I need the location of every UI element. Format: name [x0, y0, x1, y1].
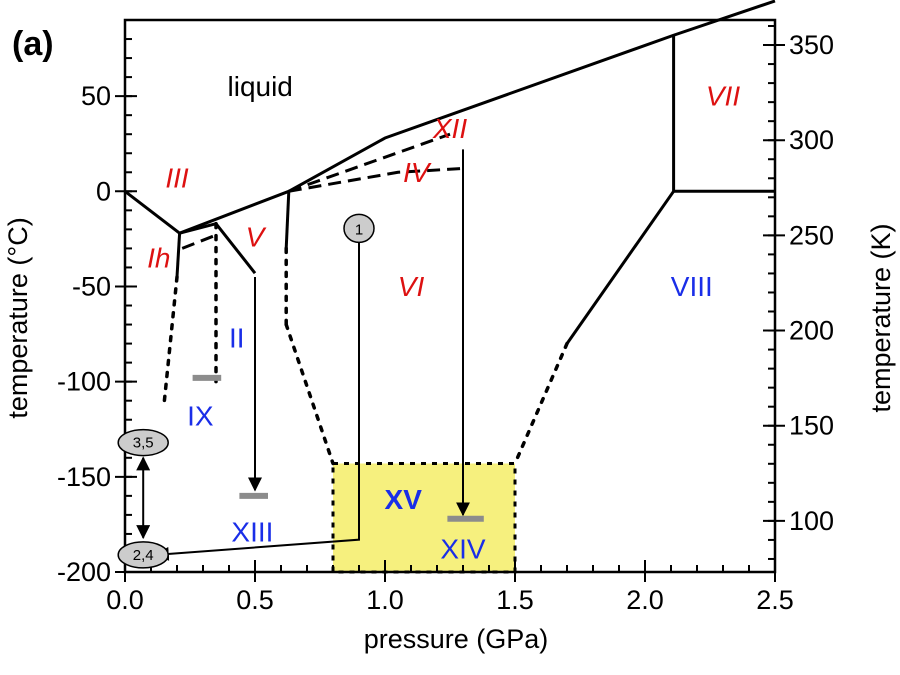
solid-boundary [565, 190, 675, 345]
background-layer [331, 462, 517, 574]
y-tick-label: -100 [57, 367, 111, 397]
oval-label: 3,5 [133, 435, 154, 452]
dotted-boundary [513, 341, 569, 466]
x-tick-label: 1.0 [366, 585, 404, 615]
dashed-boundary [288, 166, 464, 193]
phase-label: IV [403, 157, 432, 188]
x-tick-label: 1.5 [496, 585, 534, 615]
cooling-path [154, 229, 360, 561]
plot-frame [123, 18, 777, 574]
solid-boundary [124, 190, 181, 235]
cooling-path-marker [343, 213, 375, 244]
y-axis-title-left: temperature (°C) [3, 217, 33, 418]
y-right-tick-label: 350 [789, 30, 834, 60]
cooling-path-label: 1 [355, 221, 363, 238]
y-right-tick-label: 300 [789, 125, 834, 155]
phase-label: II [229, 322, 245, 353]
phase-label: liquid [228, 71, 293, 102]
oval-marker [117, 428, 169, 457]
y-right-tick-label: 150 [789, 411, 834, 441]
dashed-boundary [181, 233, 217, 250]
solid-boundary [175, 233, 182, 278]
phase-label: VI [398, 271, 425, 302]
x-tick-label: 2.5 [756, 585, 794, 615]
y-tick-label: 0 [96, 176, 111, 206]
phase-label: Ih [147, 242, 170, 273]
phase-label: VII [706, 81, 740, 112]
phase-label: VIII [671, 271, 713, 302]
x-tick-label: 0.5 [236, 585, 274, 615]
oval-label: 2,4 [133, 547, 154, 564]
panel-label: (a) [12, 25, 54, 63]
y-tick-label: -50 [72, 271, 111, 301]
y-right-tick-label: 200 [789, 316, 834, 346]
phase-label: XII [432, 113, 467, 144]
y-tick-label: 50 [81, 81, 111, 111]
phase-label: IX [187, 400, 214, 431]
oval-marker [117, 541, 169, 569]
dotted-boundary [162, 275, 179, 407]
solid-boundary [284, 191, 291, 249]
x-tick-label: 0.0 [106, 585, 144, 615]
x-tick-label: 2.0 [626, 585, 664, 615]
phase-label: XIV [440, 534, 485, 565]
plot-border [123, 18, 777, 574]
phase-label: V [246, 222, 267, 253]
y-tick-label: -150 [57, 462, 111, 492]
highlight-region [331, 462, 517, 574]
y-tick-label: -200 [57, 557, 111, 587]
phase-label: XV [385, 484, 423, 515]
y-axis-title-right: temperature (K) [866, 223, 896, 412]
dashed-boundary [288, 132, 451, 193]
solid-boundary [179, 0, 776, 235]
solid-boundary [672, 35, 775, 193]
solid-boundary [214, 222, 257, 275]
phase-label: XIII [231, 517, 273, 548]
boundary-lines [124, 0, 776, 466]
y-right-tick-label: 100 [789, 506, 834, 536]
solid-boundary [179, 222, 217, 235]
phase-label: III [165, 163, 189, 194]
axis-ticks: 0.0 0.5 1.0 1.5 2.0 2.5 50 0 -50 -100 -150 -200 350 3… [57, 24, 834, 615]
dotted-boundary [284, 322, 335, 466]
annotations: 1 3,5 2,4 [117, 149, 484, 569]
x-axis-title: pressure (GPa) [364, 624, 549, 654]
y-right-tick-label: 250 [789, 220, 834, 250]
